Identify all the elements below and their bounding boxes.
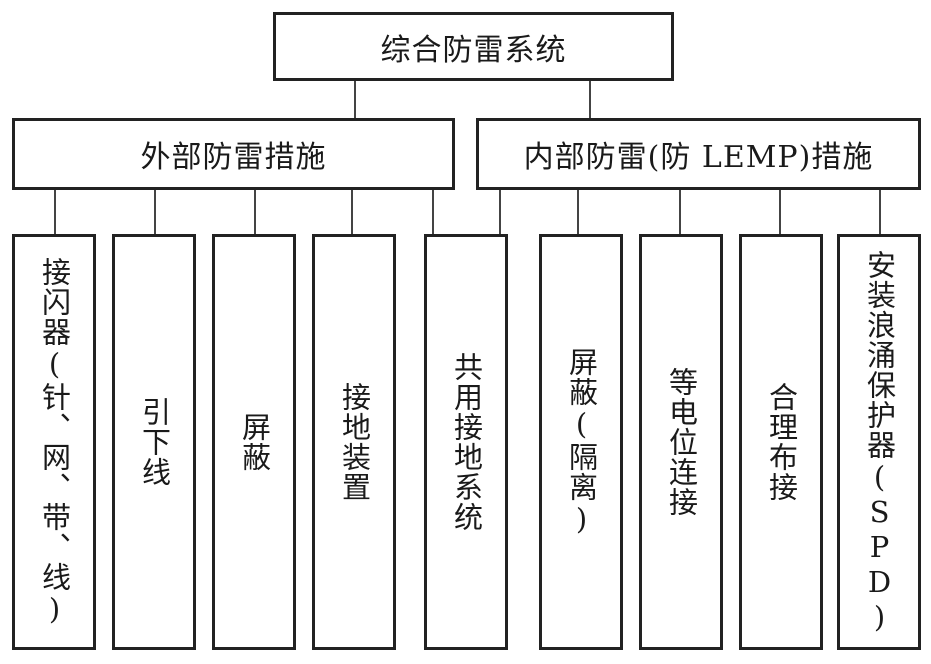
internal-measures-label: 内部防雷(防 LEMP)措施 — [523, 140, 874, 175]
internal-item-label: 屏蔽(隔离) — [564, 347, 599, 537]
internal-item-spd: 安装浪涌保护器(SPD) — [837, 234, 921, 650]
external-item-down-conductor: 引下线 — [112, 234, 196, 650]
external-item-shielding: 屏蔽 — [212, 234, 296, 650]
external-measures-node: 外部防雷措施 — [12, 118, 455, 190]
external-item-label: 屏蔽 — [237, 412, 272, 472]
internal-item-rational-wiring: 合理布接 — [739, 234, 823, 650]
internal-item-equipotential-bonding: 等电位连接 — [639, 234, 723, 650]
external-item-label: 接闪器(针、网、带、线) — [37, 257, 72, 627]
internal-item-label: 等电位连接 — [664, 367, 699, 517]
external-item-grounding-device: 接地装置 — [312, 234, 396, 650]
external-measures-label: 外部防雷措施 — [140, 140, 327, 175]
internal-item-label: 安装浪涌保护器(SPD) — [862, 249, 897, 635]
root-node: 综合防雷系统 — [273, 12, 674, 81]
internal-item-shielding-isolation: 屏蔽(隔离) — [539, 234, 623, 650]
external-item-air-terminal: 接闪器(针、网、带、线) — [12, 234, 96, 650]
shared-grounding-node: 共用接地系统 — [424, 234, 508, 650]
external-item-label: 接地装置 — [337, 382, 372, 502]
internal-measures-node: 内部防雷(防 LEMP)措施 — [476, 118, 921, 190]
internal-item-label: 合理布接 — [764, 382, 799, 502]
external-item-label: 引下线 — [137, 397, 172, 487]
shared-grounding-label: 共用接地系统 — [449, 352, 484, 532]
root-label: 综合防雷系统 — [380, 32, 567, 68]
